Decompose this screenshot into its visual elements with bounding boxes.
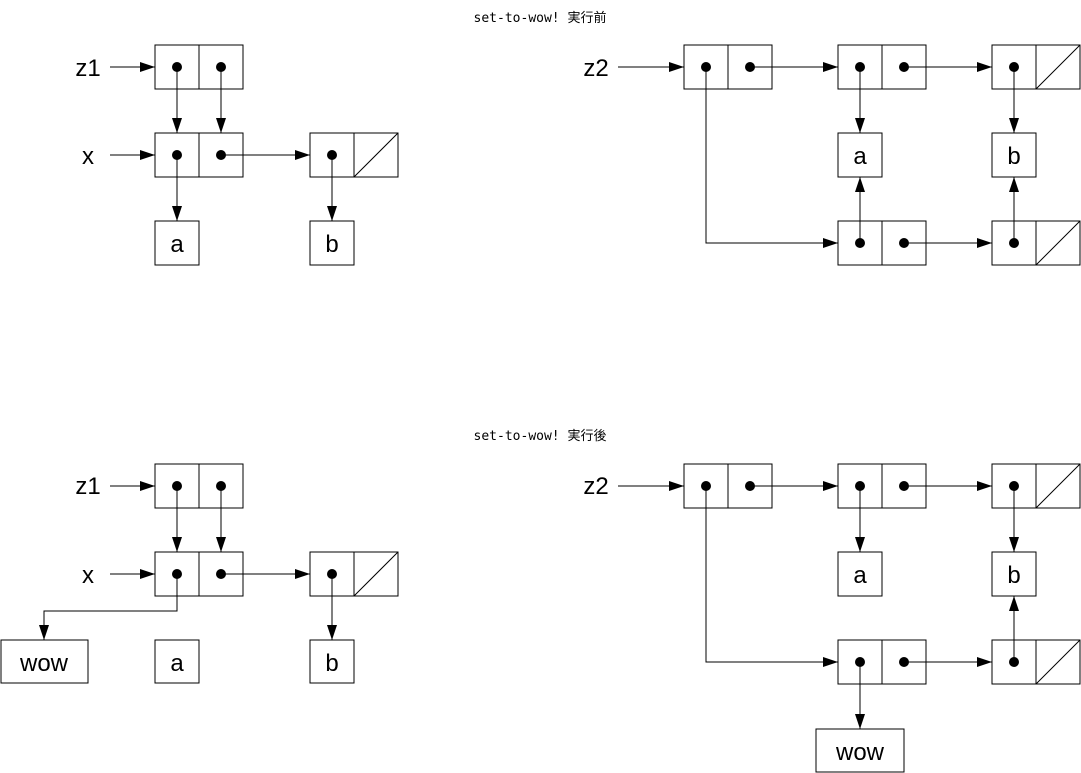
z2-lower-pair-2 — [991, 220, 1081, 266]
atom-b-box: b — [991, 551, 1037, 597]
var-z2-label: z2 — [583, 473, 608, 500]
z2-lower-pair-2 — [991, 639, 1081, 685]
var-z1-label: z1 — [75, 55, 100, 82]
x-car-to-wow-pointer — [39, 574, 178, 640]
atom-b-label: b — [325, 231, 338, 258]
nil-slash — [1035, 639, 1081, 685]
after-z2-structure: z2 a b — [583, 463, 1081, 773]
atom-b-label: b — [325, 650, 338, 677]
var-x-label: x — [82, 562, 94, 589]
z2-pair-3 — [991, 463, 1081, 509]
atom-a-label: a — [853, 143, 867, 170]
after-z1-structure: z1 x wow — [0, 463, 399, 684]
atom-b-label: b — [1007, 143, 1020, 170]
nil-slash — [1035, 463, 1081, 509]
before-z2-structure: z2 a b — [583, 44, 1081, 266]
atom-b-box: b — [309, 639, 355, 684]
var-x-label: x — [82, 143, 94, 170]
nil-slash — [1035, 44, 1081, 90]
atom-wow-box: wow — [815, 728, 905, 773]
atom-a-label: a — [853, 562, 867, 589]
z2-car-pointer — [705, 486, 838, 667]
x-pair-1 — [154, 551, 244, 597]
z1-pair — [154, 463, 244, 509]
atom-wow-box: wow — [0, 639, 89, 684]
caption-before: set-to-wow! 実行前 — [474, 10, 607, 26]
atom-b-label: b — [1007, 562, 1020, 589]
x-pair-2 — [309, 132, 399, 178]
z2-car-pointer — [705, 67, 838, 248]
var-z1-label: z1 — [75, 473, 100, 500]
nil-slash — [1035, 220, 1081, 266]
z1-pair — [154, 44, 244, 90]
var-z2-label: z2 — [583, 55, 608, 82]
atom-a-box: a — [837, 132, 883, 178]
nil-slash — [353, 551, 399, 597]
atom-a-box: a — [837, 551, 883, 597]
nil-slash — [353, 132, 399, 178]
z2-pair-3 — [991, 44, 1081, 90]
atom-wow-label: wow — [835, 739, 885, 766]
atom-a-label: a — [170, 231, 184, 258]
atom-b-box: b — [991, 132, 1037, 178]
atom-wow-label: wow — [19, 650, 69, 677]
atom-a-box: a — [154, 639, 200, 684]
before-z1-structure: z1 x a — [75, 44, 399, 266]
x-pair-2 — [309, 551, 399, 597]
atom-b-box: b — [309, 220, 355, 266]
atom-a-box: a — [154, 220, 200, 266]
caption-after: set-to-wow! 実行後 — [474, 428, 607, 444]
atom-a-label: a — [170, 650, 184, 677]
